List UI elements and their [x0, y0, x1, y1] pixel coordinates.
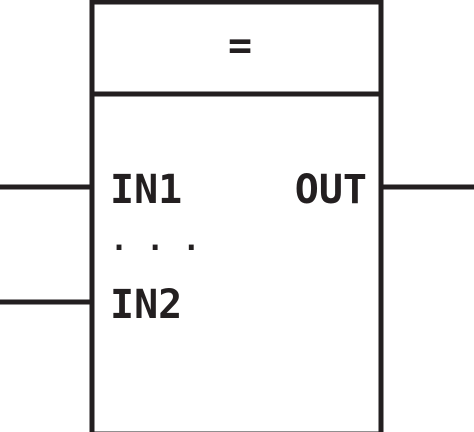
input-1-label: IN1 — [110, 167, 182, 213]
block-body — [89, 0, 384, 432]
input-2-label: IN2 — [110, 282, 182, 328]
output-label: OUT — [295, 167, 367, 213]
operator-symbol: = — [228, 23, 252, 69]
input-ellipsis: . . . — [110, 223, 200, 258]
